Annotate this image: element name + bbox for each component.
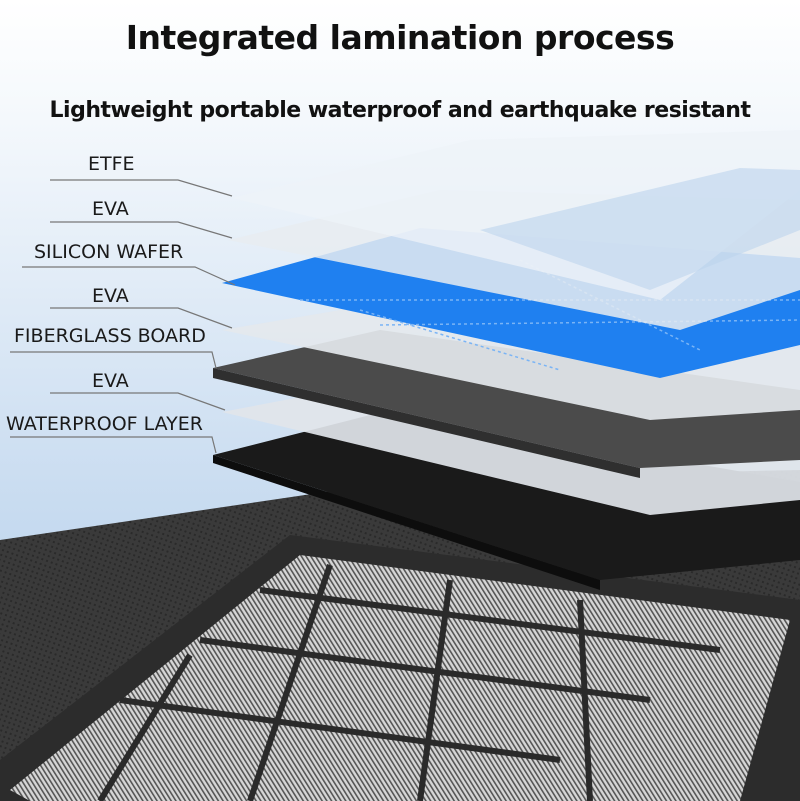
- layer-label-eva-top: EVA: [92, 198, 129, 220]
- layer-label-eva-bottom: EVA: [92, 370, 129, 392]
- layer-etfe: [232, 130, 800, 300]
- layer-label-eva-middle: EVA: [92, 285, 129, 307]
- layer-waterproof: [213, 410, 800, 590]
- leader-lines: [10, 179, 236, 454]
- layer-label-fiberglass-board: FIBERGLASS BOARD: [14, 325, 206, 347]
- layer-fiberglass: [213, 330, 800, 478]
- page-title: Integrated lamination process: [125, 18, 675, 57]
- layer-eva-2: [222, 300, 800, 420]
- layer-label-etfe: ETFE: [88, 153, 135, 175]
- layer-label-silicon-wafer: SILICON WAFER: [34, 241, 184, 263]
- page-subtitle: Lightweight portable waterproof and eart…: [49, 98, 751, 123]
- layer-label-waterproof: WATERPROOF LAYER: [6, 413, 203, 435]
